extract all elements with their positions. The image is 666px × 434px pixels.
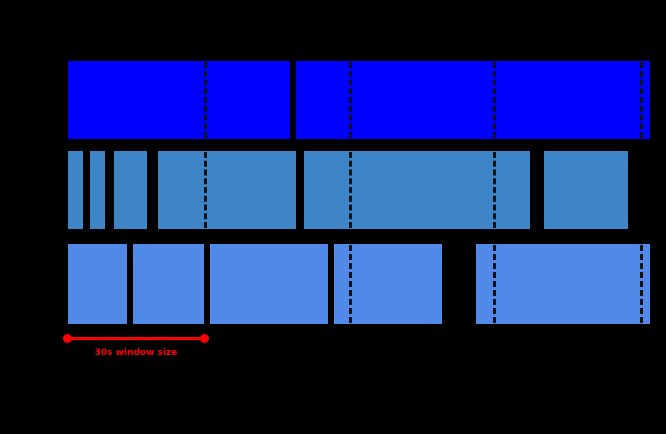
window-size-start-marker [63,334,72,343]
window-boundary-line [349,152,352,228]
bar-segment [209,243,329,325]
bar-segment [295,60,651,140]
bar-segment [132,243,205,325]
window-boundary-line [640,245,643,323]
bar-segment [67,150,84,230]
bar-segment [543,150,629,230]
window-boundary-line [204,62,207,138]
window-size-measure-line [67,337,205,340]
window-size-label: 30s window size [94,348,178,358]
bar-segment [157,150,297,230]
window-boundary-line [493,62,496,138]
bar-segment [67,60,291,140]
window-boundary-line [493,245,496,323]
window-boundary-line [349,62,352,138]
bar-segment [67,243,128,325]
window-size-end-marker [200,334,209,343]
bar-segment [113,150,148,230]
window-boundary-line [204,152,207,228]
bar-segment [475,243,651,325]
window-boundary-line [493,152,496,228]
bar-segment [89,150,106,230]
window-boundary-line [640,62,643,138]
window-boundary-line [349,245,352,323]
